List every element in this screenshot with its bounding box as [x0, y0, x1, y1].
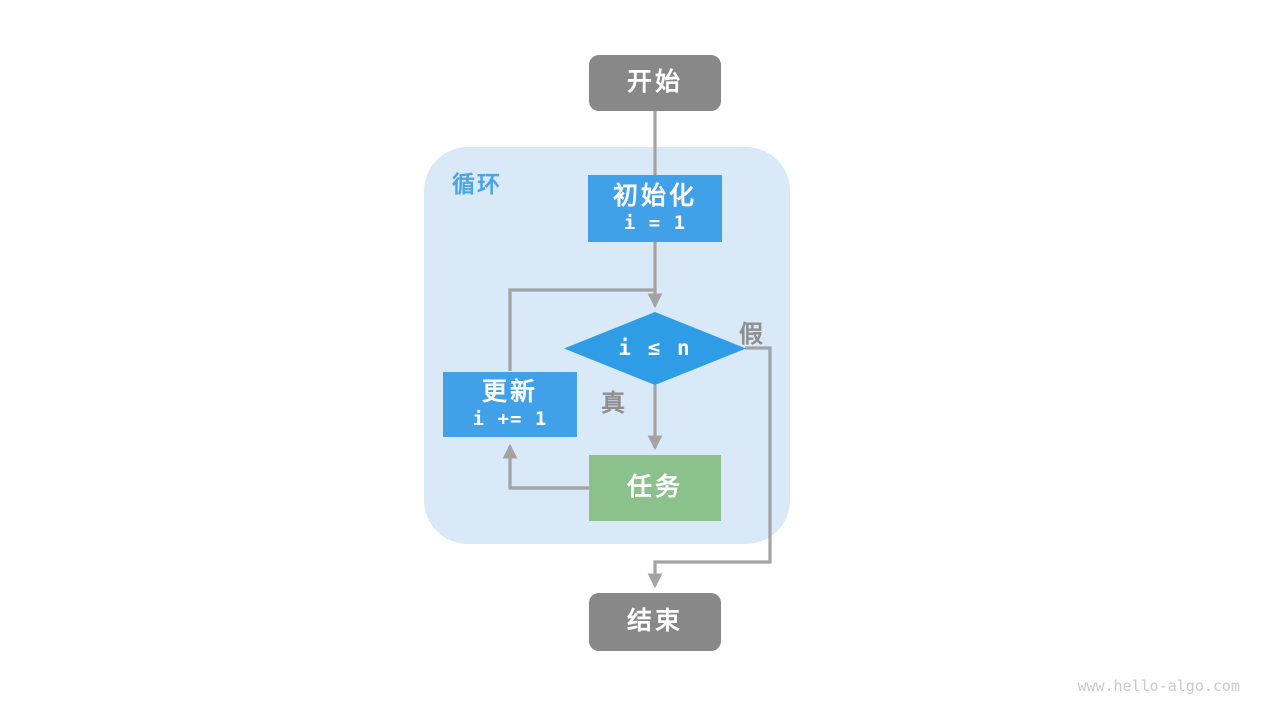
update-node: 更新 i += 1: [443, 372, 577, 437]
task-node: 任务: [589, 455, 721, 521]
init-node: 初始化 i = 1: [588, 175, 722, 242]
edge-update-to-condition: [508, 288, 656, 371]
condition-node-code: i ≤ n: [618, 336, 692, 361]
edge-condition-false-to-end: [647, 346, 772, 589]
branch-true-label: 真: [601, 390, 625, 417]
branch-false-label: 假: [739, 321, 763, 348]
start-node-label: 开始: [626, 68, 683, 97]
edge-task-to-update: [502, 443, 590, 490]
update-node-label: 更新: [481, 378, 538, 406]
watermark-text: www.hello-algo.com: [1077, 677, 1240, 695]
start-node: 开始: [589, 55, 721, 111]
init-node-code: i = 1: [623, 212, 687, 235]
loop-label: 循环: [452, 171, 502, 197]
init-node-label: 初始化: [612, 182, 697, 210]
end-node-label: 结束: [626, 607, 683, 636]
update-node-code: i += 1: [472, 408, 548, 431]
task-node-label: 任务: [626, 473, 683, 502]
end-node: 结束: [589, 593, 721, 651]
